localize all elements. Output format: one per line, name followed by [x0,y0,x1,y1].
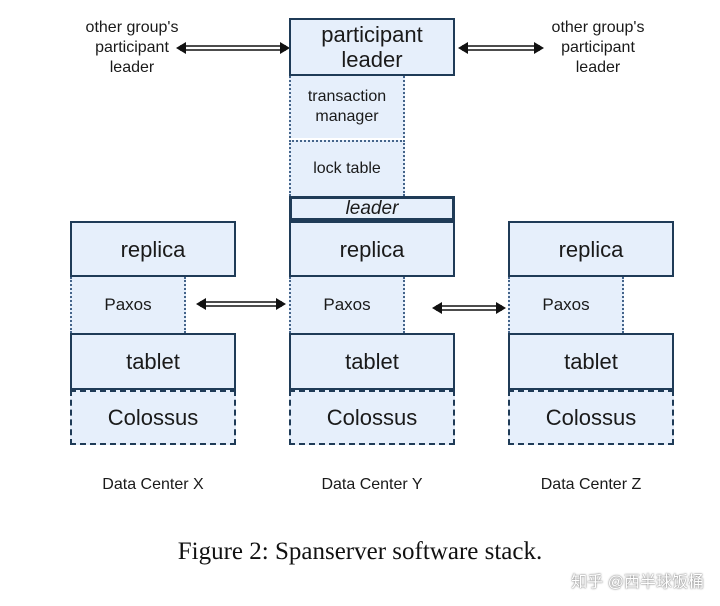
tablet-box-x: tablet [70,333,236,390]
tablet-box-z: tablet [508,333,674,390]
data-center-x-label: Data Center X [102,476,204,493]
data-center-y-label: Data Center Y [321,476,423,493]
figure-caption: Figure 2: Spanserver software stack. [0,538,720,566]
paxos-box-x: Paxos [70,277,186,333]
lock-table-box: lock table [289,140,405,196]
arrow-paxos-x-y [196,298,286,310]
participant-leader-box: participant leader [289,18,455,76]
right-group-label: other group's participant leader [551,19,645,76]
left-group-label: other group's participant leader [85,19,179,76]
data-center-z-label: Data Center Z [540,476,642,493]
leader-tag: leader [289,196,455,221]
replica-box-x: replica [70,221,236,277]
arrow-right-leader [458,42,544,54]
replica-box-z: replica [508,221,674,277]
colossus-box-z: Colossus [508,390,674,445]
figure-number: Figure 2: [177,538,269,565]
figure-caption-text: Spanserver software stack. [274,538,543,565]
paxos-box-z: Paxos [508,277,624,333]
paxos-box-y: Paxos [289,277,405,333]
tablet-box-y: tablet [289,333,455,390]
colossus-box-x: Colossus [70,390,236,445]
arrow-paxos-y-z [432,302,506,314]
replica-box-y: replica [289,221,455,277]
transaction-manager-box: transaction manager [289,76,405,138]
colossus-box-y: Colossus [289,390,455,445]
watermark: 知乎 @西半球饭桶 [571,574,704,591]
arrow-left-leader [176,42,290,54]
